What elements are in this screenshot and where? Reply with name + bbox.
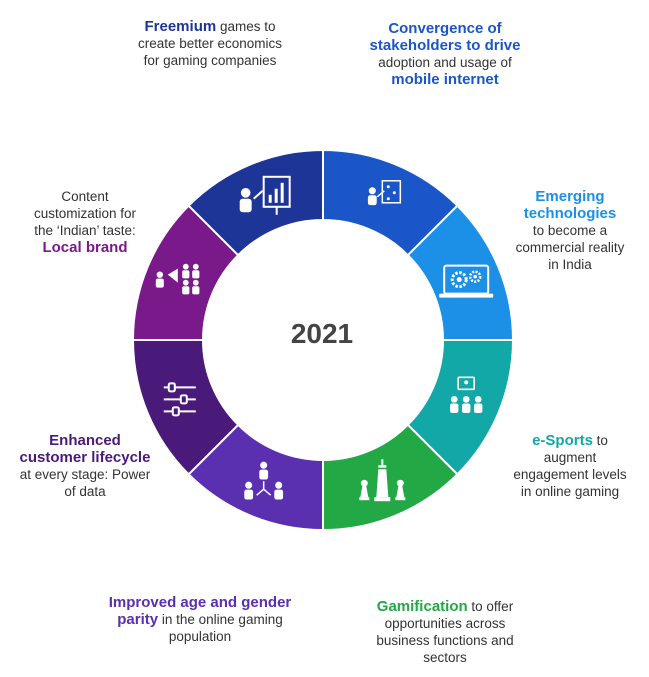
label-line: population	[85, 628, 315, 645]
label-highlight: Gamification	[376, 598, 468, 615]
label-highlight: Local brand	[42, 239, 128, 256]
label-text: the ‘Indian’ taste:	[34, 223, 136, 238]
label-line: Content	[10, 188, 160, 205]
label-line: engagement levels	[495, 466, 645, 483]
label-text: business functions and	[376, 633, 514, 648]
label-text: Content	[61, 189, 109, 204]
label-text: opportunities across	[384, 616, 506, 631]
label-text: in India	[548, 257, 592, 272]
label-highlight: Emerging	[535, 188, 605, 205]
label-line: Local brand	[10, 239, 160, 256]
label-line: Emerging	[495, 188, 645, 205]
chess-pieces-icon	[359, 459, 406, 502]
label-text: for gaming companies	[143, 53, 277, 68]
label-text: games to	[216, 19, 276, 34]
label-text: to offer	[467, 599, 514, 614]
label-line: e-Sports to	[495, 432, 645, 449]
label-line: adoption and usage of	[345, 54, 545, 71]
label-local: Content customization for the ‘Indian’ tas…	[10, 188, 160, 256]
label-highlight: Improved age and gender	[108, 594, 292, 611]
label-highlight: stakeholders to drive	[369, 37, 521, 54]
label-line: augment	[495, 449, 645, 466]
label-text: engagement levels	[513, 467, 627, 482]
label-line: stakeholders to drive	[345, 37, 545, 54]
label-line: in India	[495, 256, 645, 273]
label-line: Freemium games to	[100, 18, 320, 35]
label-line: in online gaming	[495, 483, 645, 500]
label-highlight: parity	[117, 611, 159, 628]
label-line: Improved age and gender	[85, 594, 315, 611]
label-text: at every stage: Power	[19, 467, 151, 482]
label-line: commercial reality	[495, 239, 645, 256]
label-line: parity in the online gaming	[85, 611, 315, 628]
label-line: opportunities across	[345, 615, 545, 632]
label-highlight: mobile internet	[391, 71, 499, 88]
megaphone-crowd-icon	[155, 263, 200, 295]
label-line: Convergence of	[345, 20, 545, 37]
label-text: in online gaming	[520, 484, 620, 499]
esports-audience-icon	[450, 376, 483, 413]
label-text: to	[592, 433, 608, 448]
label-line: to become a	[495, 222, 645, 239]
label-text: adoption and usage of	[378, 55, 512, 70]
label-line: of data	[0, 483, 170, 500]
label-line: the ‘Indian’ taste:	[10, 222, 160, 239]
label-highlight: customer lifecycle	[19, 449, 151, 466]
label-line: Enhanced	[0, 432, 170, 449]
label-text: of data	[64, 484, 106, 499]
label-line: business functions and	[345, 632, 545, 649]
presenter-board-icon	[367, 180, 402, 206]
label-text: augment	[543, 450, 597, 465]
people-network-icon	[244, 461, 284, 500]
laptop-gears-icon	[439, 264, 494, 298]
presenter-chart-icon	[239, 175, 291, 215]
center-year: 2021	[290, 318, 354, 349]
label-highlight: Enhanced	[49, 432, 121, 449]
label-line: mobile internet	[345, 71, 545, 88]
label-highlight: e-Sports	[532, 432, 593, 449]
label-line: customer lifecycle	[0, 449, 170, 466]
label-highlight: technologies	[523, 205, 617, 222]
label-text: commercial reality	[515, 240, 625, 255]
sliders-icon	[163, 382, 196, 417]
label-highlight: Convergence of	[388, 20, 502, 37]
label-line: create better economics	[100, 35, 320, 52]
label-line: at every stage: Power	[0, 466, 170, 483]
label-highlight: Freemium	[144, 18, 217, 35]
label-line: Gamification to offer	[345, 598, 545, 615]
label-text: in the online gaming	[158, 612, 283, 627]
label-text: customization for	[33, 206, 137, 221]
label-line: for gaming companies	[100, 52, 320, 69]
label-text: to become a	[532, 223, 608, 238]
label-text: sectors	[423, 650, 467, 665]
label-text: population	[168, 629, 232, 644]
label-line: technologies	[495, 205, 645, 222]
label-text: create better economics	[137, 36, 283, 51]
label-line: customization for	[10, 205, 160, 222]
label-line: sectors	[345, 649, 545, 666]
